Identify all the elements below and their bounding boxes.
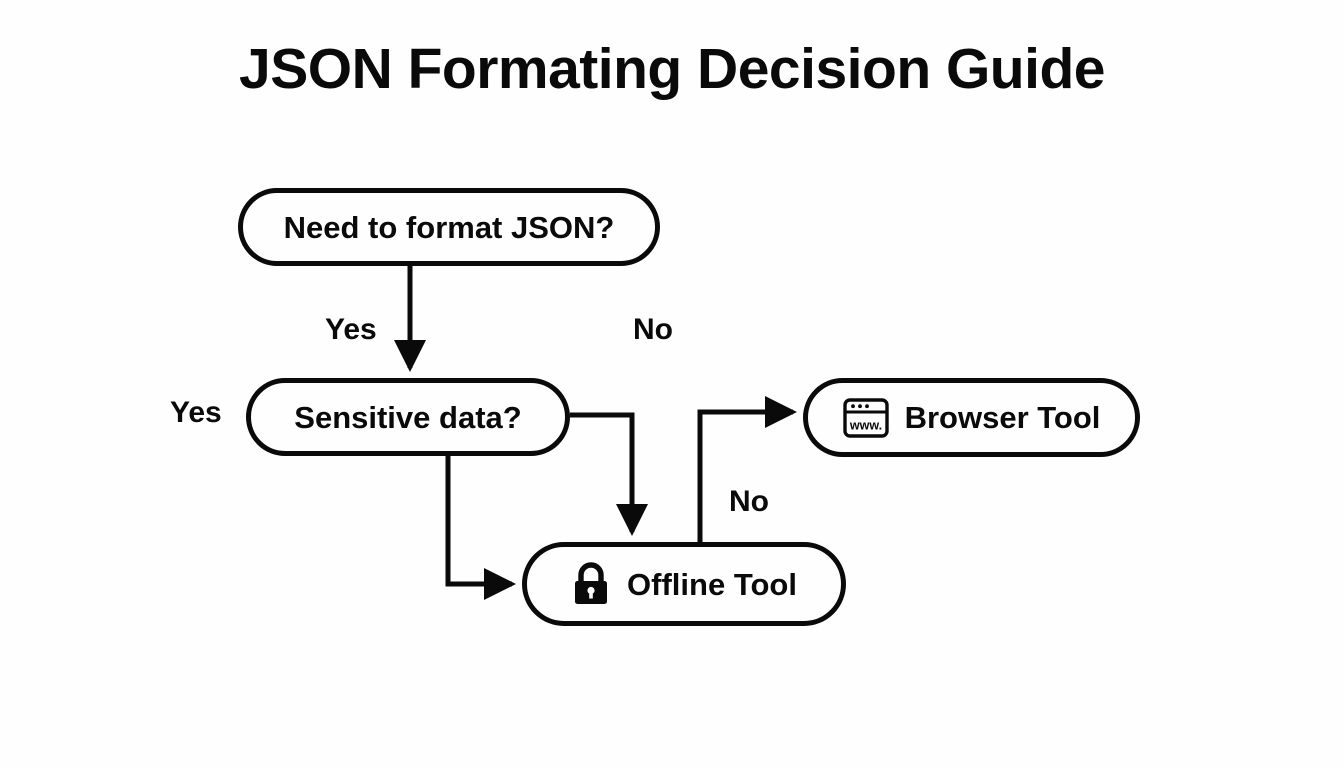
- lock-icon: [575, 562, 608, 604]
- node-sensitive-data-label: Sensitive data?: [294, 399, 522, 435]
- browser-window-icon: www.: [842, 397, 889, 438]
- node-offline-tool[interactable]: Offline Tool: [522, 542, 846, 626]
- page-title: JSON Formating Decision Guide: [239, 37, 1105, 101]
- edge-label-no-primary: No: [633, 313, 673, 346]
- node-browser-tool-label: Browser Tool: [904, 400, 1101, 435]
- node-sensitive-data[interactable]: Sensitive data?: [246, 378, 570, 456]
- edge-sensitive-right-to-offline: [570, 412, 648, 537]
- edge-sensitive-bottom-to-offline: [445, 456, 517, 600]
- edge-label-yes-primary: Yes: [325, 313, 377, 346]
- node-need-format[interactable]: Need to format JSON?: [238, 188, 660, 266]
- node-offline-tool-label: Offline Tool: [627, 566, 797, 602]
- node-need-format-label: Need to format JSON?: [283, 209, 615, 245]
- edge-label-no-secondary: No: [729, 485, 769, 518]
- node-browser-tool[interactable]: www. Browser Tool: [803, 378, 1140, 457]
- edge-label-yes-secondary: Yes: [170, 396, 222, 429]
- svg-text:www.: www.: [849, 418, 882, 432]
